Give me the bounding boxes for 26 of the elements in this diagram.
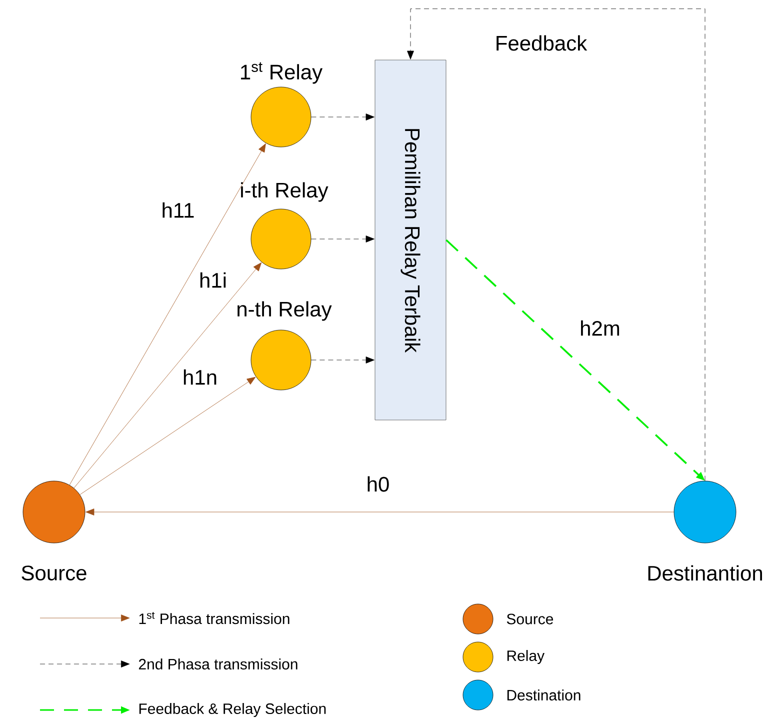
edge-label: Feedback	[494, 34, 588, 52]
edge-label: h2m	[578, 319, 622, 337]
edge-label: h0	[365, 475, 391, 493]
edge-label: h1i	[198, 271, 228, 289]
node-label: Destinantion	[648, 565, 762, 581]
arrow	[69, 143, 266, 486]
legend-label: 2nd Phasa transmission	[138, 658, 298, 670]
legend-label: 1$^{st}$ Phasa transmission	[139, 612, 290, 624]
arrow	[311, 236, 374, 242]
arrow	[311, 114, 374, 120]
arrow	[74, 262, 262, 488]
node-label: 1$^{st}$ Relay	[241, 62, 323, 84]
arrow	[311, 356, 374, 364]
legend-label: Relay	[507, 650, 544, 664]
node-label: n-th Relay	[238, 301, 332, 321]
legend-label: Destination	[507, 690, 580, 700]
edge-label: h11	[160, 201, 196, 219]
legend-label: Feedback & Relay Selection	[139, 703, 326, 717]
arrow	[80, 376, 256, 495]
edge-label: h1n	[181, 368, 219, 386]
node-label: i-th Relay	[241, 182, 328, 202]
arrow	[407, 8, 706, 481]
arrow	[86, 508, 674, 516]
selection-box: Pemilihan Relay Terbaik	[374, 60, 446, 420]
legend-label: Source	[506, 614, 554, 624]
node-label: Source	[22, 566, 86, 580]
